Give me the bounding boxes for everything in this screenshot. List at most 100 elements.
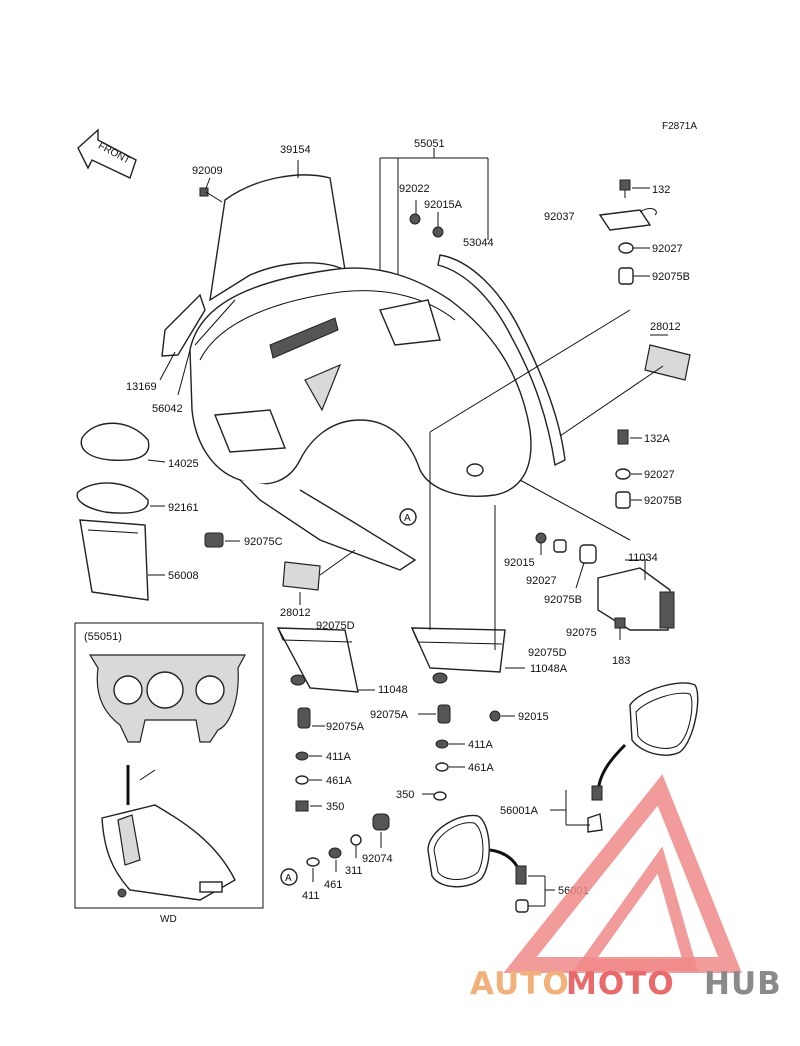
label-461A-b: 461A [468,762,494,774]
callout-a-lower: A [280,868,298,886]
label-411: 411 [302,890,320,902]
watermark-logo: AUTO MOTO HUB [470,774,782,1002]
cap-92074 [372,813,390,848]
grommet-92027-a [618,242,650,254]
duct-56008 [79,519,165,601]
label-28012-a: 28012 [650,321,681,333]
label-132A: 132A [644,433,670,445]
diagram-code: F2871A [662,121,697,132]
label-411A-b: 411A [468,739,494,751]
nut-92015-b [489,710,515,722]
label-92075B-a: 92075B [652,271,690,283]
lockwasher-461 [328,847,342,872]
label-92027-b: 92027 [644,469,675,481]
callout-a-upper: A [399,508,417,526]
mirror-56001A [550,682,699,833]
label-92075D-b: 92075D [528,647,567,659]
lockwasher-461A-a [295,775,322,785]
bolt-132 [619,179,650,198]
label-92075: 92075 [566,627,597,639]
mirror-56001 [427,814,555,913]
label-92027-a: 92027 [652,243,683,255]
grommet-92075C [204,532,240,548]
bolt-183 [614,617,626,640]
washer-411A-b [435,739,465,749]
vertical-leaders [429,432,496,650]
label-92075A-a: 92075A [326,721,365,733]
nut-311 [350,834,362,858]
label-11048A: 11048A [530,663,568,675]
leader-55051 [379,148,489,296]
inset-panel: (55051) [74,622,264,909]
nut-350-a [295,800,322,812]
side-bracket [159,293,236,396]
grommet-92075B-c [575,544,597,589]
label-92022: 92022 [399,183,430,195]
front-arrow-icon: FRONT [77,128,137,179]
label-11034: 11034 [628,552,658,564]
callout-a-lower-text: A [285,873,292,884]
label-plate-28012-a [429,309,691,437]
label-132: 132 [652,184,670,196]
inset-caption: WD [160,914,177,925]
label-92009: 92009 [192,165,223,177]
label-350-b: 350 [396,789,414,801]
nut-92022 [409,200,421,225]
label-92015-a: 92015 [504,557,535,569]
label-11048: 11048 [378,684,408,696]
label-53044: 53044 [463,237,494,249]
grommet-92027-b [615,468,642,480]
inset-title: (55051) [84,631,122,643]
label-92074: 92074 [362,853,393,865]
mount-92075A-b [418,704,451,724]
label-28012-b: 28012 [280,607,311,619]
label-92075D-a: 92075D [316,620,355,632]
label-55051: 55051 [414,138,445,150]
bolt-132A [617,429,642,445]
label-56008: 56008 [168,570,199,582]
label-461: 461 [324,879,342,891]
watermark-hub: HUB [704,966,782,1002]
label-411A-a: 411A [326,751,352,763]
watermark-auto: AUTO [470,966,570,1002]
label-311: 311 [345,865,363,877]
pad-92161 [76,482,165,514]
washer-411A-a [295,751,322,761]
bracket-11048A [410,627,525,684]
lockwasher-461A-b [435,762,465,772]
nut-92015-a [535,532,547,555]
label-461A-a: 461A [326,775,352,787]
callout-a-text: A [404,513,411,524]
mount-92075A-a [297,707,325,729]
label-92027-c: 92027 [526,575,557,587]
label-92075A-b: 92075A [370,709,409,721]
grommet-92075B-a [618,267,650,285]
clip-92037 [598,208,657,231]
gasket-strip-53044 [437,254,566,467]
label-92075B-b: 92075B [644,495,682,507]
label-13169: 13169 [126,381,157,393]
label-39154: 39154 [280,144,311,156]
label-350-a: 350 [326,801,344,813]
label-92015A: 92015A [424,199,463,211]
label-plate-28012-b [282,549,356,605]
bracket-11034 [597,559,675,631]
part-labels: 39154 55051 92009 92022 92015A 53044 132… [126,138,690,902]
label-92161: 92161 [168,502,199,514]
nut-350-b [422,791,447,801]
label-56042: 56042 [152,403,183,415]
label-14025: 14025 [168,458,199,470]
fairing-body [189,267,532,571]
watermark-moto: MOTO [566,966,675,1002]
cover-14025 [80,422,166,463]
label-92015-b: 92015 [518,711,549,723]
bracket-11048 [276,627,375,693]
washer-411 [306,857,320,882]
bolt-92009 [199,177,223,203]
label-92075C: 92075C [244,536,283,548]
label-183: 183 [612,655,630,667]
label-56001A: 56001A [500,805,539,817]
grommet-92027-c [553,539,567,553]
